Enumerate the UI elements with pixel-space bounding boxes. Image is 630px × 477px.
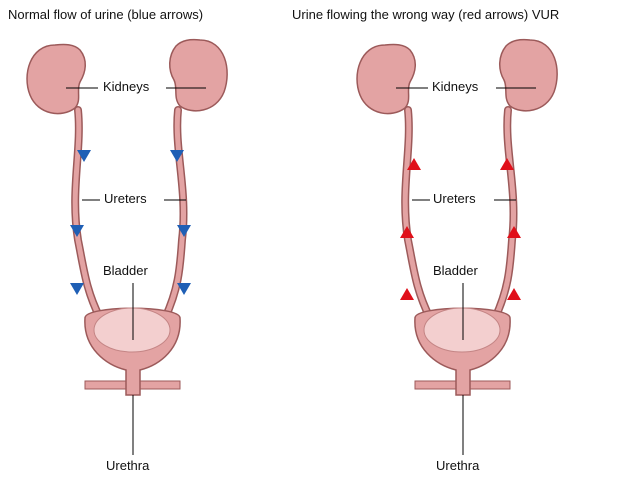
kidneys-label: Kidneys [100,79,152,94]
kidneys-label: Kidneys [429,79,481,94]
arrow [400,288,414,300]
urethra-label: Urethra [103,458,152,473]
bladder-label: Bladder [430,263,481,278]
left-kidney [27,45,85,114]
arrow [400,226,414,238]
urethra-label: Urethra [433,458,482,473]
ureters-label: Ureters [101,191,150,206]
urinary-tract-diagram [315,0,630,477]
arrow [70,225,84,237]
bladder-inner [94,308,170,352]
bladder-inner [424,308,500,352]
right-kidney [170,40,227,111]
ureters-label: Ureters [430,191,479,206]
right-kidney [500,40,557,111]
reflux-flow-panel: Urine flowing the wrong way (red arrows)… [315,0,630,477]
bladder-label: Bladder [100,263,151,278]
arrow [70,283,84,295]
left-kidney [357,45,415,114]
normal-flow-panel: Normal flow of urine (blue arrows) [0,0,315,477]
urinary-tract-diagram [0,0,315,477]
